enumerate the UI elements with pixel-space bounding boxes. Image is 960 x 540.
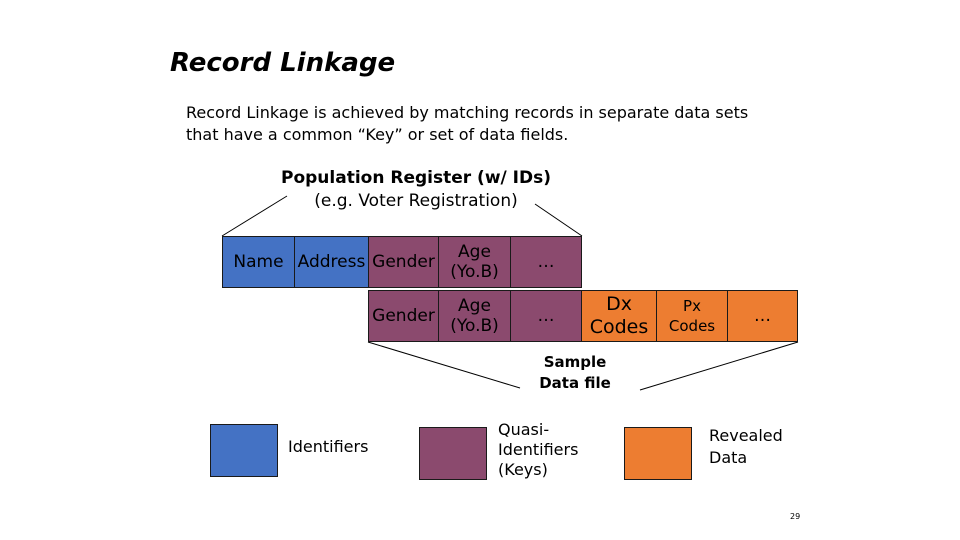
field-age-label: Age [458, 242, 491, 262]
field-age-sublabel: (Yo.B) [450, 262, 499, 282]
sample-bracket-left [367, 341, 521, 389]
legend-quasi-line-3: (Keys) [498, 460, 548, 479]
sample-field-dx-sublabel: Codes [589, 316, 649, 338]
legend-swatch-identifiers [210, 424, 278, 477]
field-more: … [510, 236, 582, 288]
sample-field-px-codes: Px Codes [656, 290, 728, 342]
legend-quasi-line-2: Identifiers [498, 440, 579, 459]
field-name: Name [222, 236, 295, 288]
register-bracket-left [221, 195, 288, 237]
intro-line-2: that have a common “Key” or set of data … [186, 125, 569, 144]
field-age: Age (Yo.B) [438, 236, 511, 288]
sample-field-px-sublabel: Codes [668, 317, 716, 335]
page-number: 29 [790, 512, 801, 521]
field-more-label: … [537, 252, 555, 272]
sample-field-age-sublabel: (Yo.B) [450, 316, 499, 336]
field-gender: Gender [368, 236, 439, 288]
sample-field-gender: Gender [368, 290, 439, 342]
sample-bracket-right [639, 341, 799, 391]
sample-field-age: Age (Yo.B) [438, 290, 511, 342]
sample-field-dx-codes: Dx Codes [581, 290, 657, 342]
sample-label-line-1: Sample [543, 353, 607, 371]
register-subtitle: (e.g. Voter Registration) [314, 191, 518, 211]
register-title: Population Register (w/ IDs) [281, 168, 551, 188]
field-address-label: Address [297, 252, 366, 272]
sample-data-file-label: Sample Data file [520, 352, 630, 394]
legend-revealed-line-2: Data [709, 448, 748, 467]
legend-label-revealed-data: Revealed Data [709, 425, 783, 469]
slide-title: Record Linkage [170, 48, 396, 78]
sample-field-more-label: … [537, 306, 555, 326]
sample-field-more: … [510, 290, 582, 342]
sample-field-more-2-label: … [754, 306, 771, 326]
field-name-label: Name [233, 252, 284, 272]
sample-field-age-label: Age [458, 296, 491, 316]
legend-quasi-line-1: Quasi- [498, 420, 550, 439]
register-bracket-right [534, 203, 583, 237]
intro-text: Record Linkage is achieved by matching r… [186, 102, 748, 146]
sample-field-dx-label: Dx [606, 293, 632, 315]
legend-revealed-line-1: Revealed [709, 426, 783, 445]
intro-line-1: Record Linkage is achieved by matching r… [186, 103, 749, 122]
field-address: Address [294, 236, 369, 288]
legend-label-identifiers: Identifiers [288, 437, 369, 456]
legend-swatch-revealed-data [624, 427, 692, 480]
sample-label-line-2: Data file [539, 374, 611, 392]
sample-field-more-2: … [727, 290, 798, 342]
sample-field-px-label: Px [683, 297, 701, 315]
field-gender-label: Gender [372, 252, 435, 272]
sample-field-gender-label: Gender [372, 306, 435, 326]
legend-swatch-quasi-identifiers [419, 427, 487, 480]
legend-label-quasi-identifiers: Quasi- Identifiers (Keys) [498, 420, 578, 480]
